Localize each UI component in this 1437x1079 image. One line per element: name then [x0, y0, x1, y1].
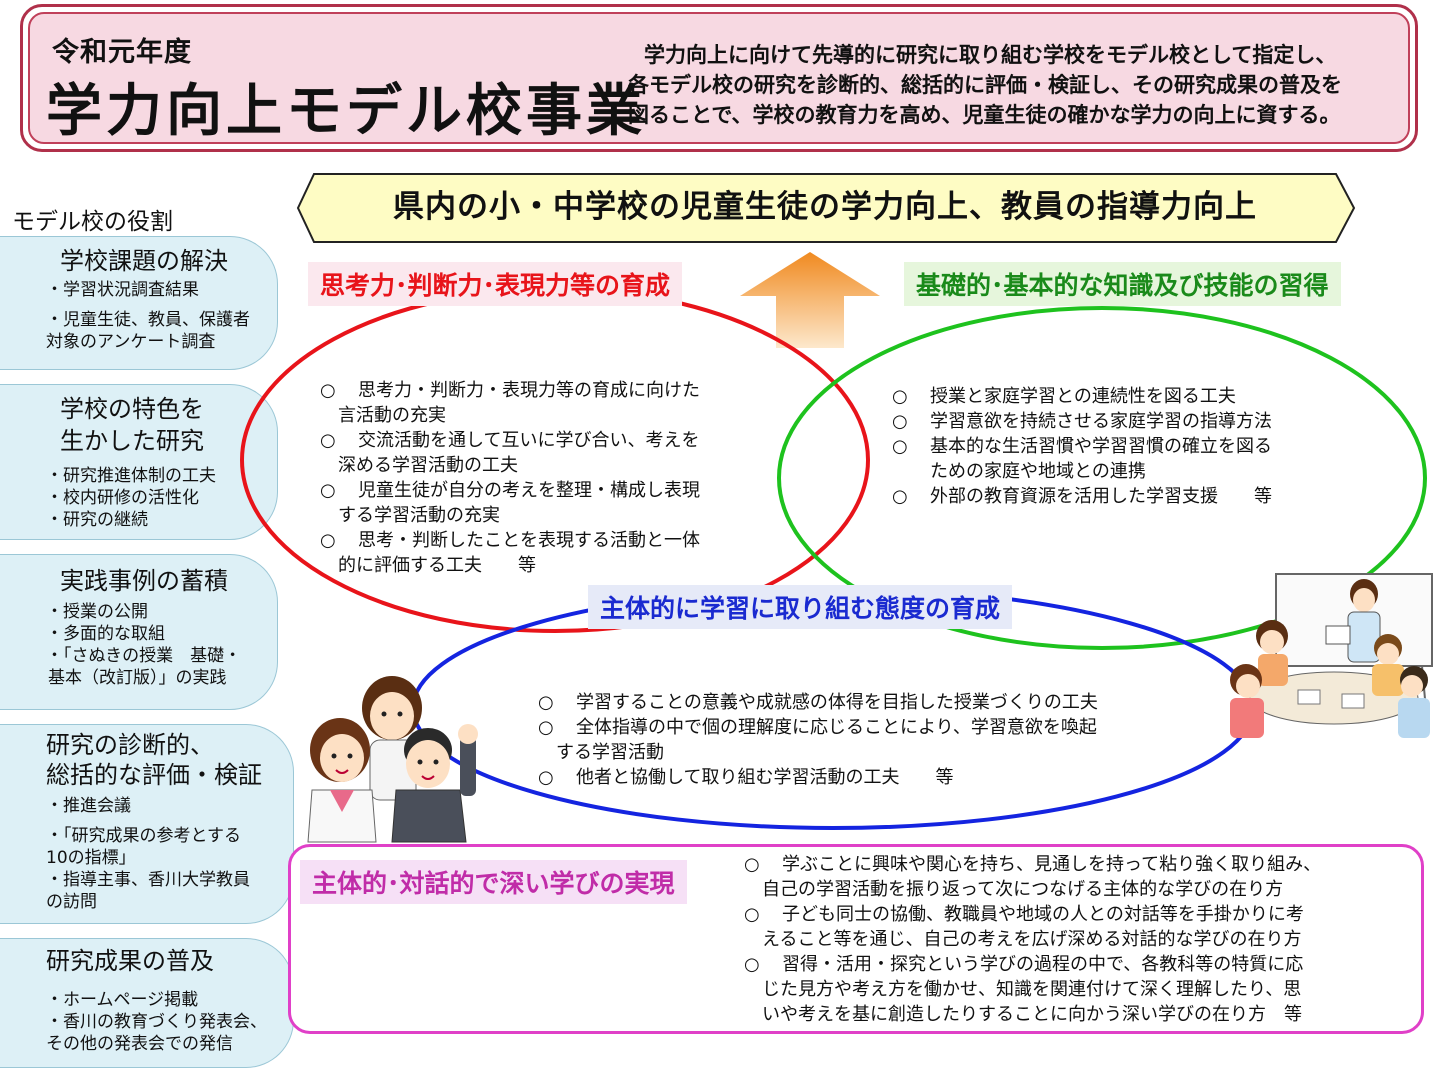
role-title: 実践事例の蓄積 [60, 567, 228, 595]
role-item: その他の発表会での発信 [46, 1034, 233, 1054]
list-item: ○基本的な生活習慣や学習習慣の確立を図る [892, 436, 1272, 457]
role-item: ・研究の継続 [46, 510, 148, 530]
role-item: ・多面的な取組 [46, 624, 165, 644]
teachers-meeting-illustration [1230, 573, 1433, 738]
role-item: ・「さぬきの授業 基礎・ [46, 646, 242, 666]
role-card-practice: 実践事例の蓄積 ・授業の公開 ・多面的な取組 ・「さぬきの授業 基礎・ 基本（改… [0, 554, 278, 710]
label-deep-learning: 主体的･対話的で深い学びの実現 [300, 860, 687, 904]
role-item: ・「研究成果の参考とする [46, 826, 241, 846]
role-card-evaluation: 研究の診断的、 総括的な評価・検証 ・推進会議 ・「研究成果の参考とする 10の… [0, 724, 294, 924]
list-item-cont: 言活動の充実 [338, 405, 446, 426]
role-item: 対象のアンケート調査 [46, 332, 216, 352]
list-deep-learning: ○学ぶことに興味や関心を持ち、見通しを持って粘り強く取り組み、 自己の学習活動を… [744, 852, 1414, 1027]
list-item: ○授業と家庭学習との連続性を図る工夫 [892, 386, 1236, 407]
role-title: 学校課題の解決 [60, 247, 228, 275]
label-thinking: 思考力･判断力･表現力等の育成 [308, 262, 683, 306]
role-item: 基本（改訂版）」の実践 [48, 668, 227, 688]
role-item: ・推進会議 [46, 796, 131, 816]
label-attitude: 主体的に学習に取り組む態度の育成 [588, 585, 1013, 629]
role-item: ・研究推進体制の工夫 [46, 466, 216, 486]
label-knowledge: 基礎的･基本的な知識及び技能の習得 [904, 262, 1341, 306]
list-item-cont: 的に評価する工夫 等 [338, 555, 536, 576]
purpose-line: 学力向上に向けて先導的に研究に取り組む学校をモデル校として指定し、 [644, 43, 1337, 67]
role-item: ・授業の公開 [46, 602, 148, 622]
list-item-cont: 自己の学習活動を振り返って次につなげる主体的な学びの在り方 [762, 879, 1284, 900]
roles-heading: モデル校の役割 [12, 209, 173, 235]
list-item: ○子ども同士の協働、教職員や地域の人との対話等を手掛かりに考 [744, 904, 1304, 925]
list-item-cont: する学習活動 [556, 742, 664, 763]
list-item: ○全体指導の中で個の理解度に応じることにより、学習意欲を喚起 [538, 717, 1097, 738]
header-banner [20, 4, 1418, 152]
header-inner [28, 12, 1410, 144]
role-items: ・推進会議 ・「研究成果の参考とする 10の指標」 ・指導主事、香川大学教員 の… [46, 795, 250, 913]
list-item: ○外部の教育資源を活用した学習支援 等 [892, 486, 1272, 507]
list-item-cont: いや考えを基に創造したりすることに向かう深い学びの在り方 等 [762, 1004, 1302, 1025]
list-item: ○思考力・判断力・表現力等の育成に向けた [320, 380, 700, 401]
purpose-line: 各モデル校の研究を診断的、総括的に評価・検証し、その研究成果の普及を [628, 73, 1342, 97]
up-arrow-icon [740, 252, 880, 348]
students-illustration [307, 676, 478, 843]
role-title: 学校の特色を [60, 395, 204, 423]
list-thinking: ○思考力・判断力・表現力等の育成に向けた 言活動の充実 ○交流活動を通して互いに… [320, 378, 780, 578]
fiscal-year: 令和元年度 [52, 37, 192, 68]
list-item-cont: する学習活動の充実 [338, 505, 500, 526]
role-item: ・ホームページ掲載 [46, 990, 199, 1010]
list-item: ○児童生徒が自分の考えを整理・構成し表現 [320, 480, 700, 501]
role-title: 生かした研究 [60, 427, 204, 455]
role-title: 総括的な評価・検証 [46, 761, 262, 789]
goal-text: 県内の小・中学校の児童生徒の学力向上、教員の指導力向上 [393, 189, 1257, 225]
role-item: ・学習状況調査結果 [46, 280, 199, 300]
list-item-cont: ための家庭や地域との連携 [930, 461, 1146, 482]
role-item: ・香川の教育づくり発表会、 [46, 1012, 267, 1032]
role-item: ・児童生徒、教員、保護者 [46, 310, 250, 330]
list-item-cont: じた見方や考え方を働かせ、知識を関連付けて深く理解したり、思 [762, 979, 1302, 1000]
role-title: 研究成果の普及 [46, 947, 214, 975]
list-knowledge: ○授業と家庭学習との連続性を図る工夫 ○学習意欲を持続させる家庭学習の指導方法 … [892, 384, 1352, 509]
role-card-research: 学校の特色を 生かした研究 ・研究推進体制の工夫 ・校内研修の活性化 ・研究の継… [0, 384, 278, 540]
page-title: 学力向上モデル校事業 [46, 79, 646, 144]
list-item-cont: 深める学習活動の工夫 [338, 455, 518, 476]
role-items: ・学習状況調査結果 ・児童生徒、教員、保護者 対象のアンケート調査 [46, 279, 250, 353]
role-item: ・指導主事、香川大学教員 [46, 870, 250, 890]
role-items: ・ホームページ掲載 ・香川の教育づくり発表会、 その他の発表会での発信 [46, 989, 267, 1055]
role-items: ・研究推進体制の工夫 ・校内研修の活性化 ・研究の継続 [46, 465, 216, 531]
purpose-line: 図ることで、学校の教育力を高め、児童生徒の確かな学力の向上に資する。 [628, 103, 1341, 127]
list-item: ○思考・判断したことを表現する活動と一体 [320, 530, 700, 551]
list-item-cont: えること等を通じ、自己の考えを広げ深める対話的な学びの在り方 [762, 929, 1302, 950]
role-item: 10の指標」 [46, 848, 136, 868]
role-card-issues: 学校課題の解決 ・学習状況調査結果 ・児童生徒、教員、保護者 対象のアンケート調… [0, 236, 278, 370]
list-attitude: ○学習することの意義や成就感の体得を目指した授業づくりの工夫 ○全体指導の中で個… [538, 690, 1208, 790]
list-item: ○交流活動を通して互いに学び合い、考えを [320, 430, 700, 451]
list-item: ○学習意欲を持続させる家庭学習の指導方法 [892, 411, 1272, 432]
goal-banner [296, 173, 1356, 243]
list-item: ○習得・活用・探究という学びの過程の中で、各教科等の特質に応 [744, 954, 1304, 975]
role-item: の訪問 [46, 892, 97, 912]
role-items: ・授業の公開 ・多面的な取組 ・「さぬきの授業 基礎・ 基本（改訂版）」の実践 [46, 601, 241, 689]
role-item: ・校内研修の活性化 [46, 488, 199, 508]
role-card-dissemination: 研究成果の普及 ・ホームページ掲載 ・香川の教育づくり発表会、 その他の発表会で… [0, 938, 294, 1068]
list-item: ○学習することの意義や成就感の体得を目指した授業づくりの工夫 [538, 692, 1098, 713]
role-title: 研究の診断的、 [46, 731, 214, 759]
program-purpose: 学力向上に向けて先導的に研究に取り組む学校をモデル校として指定し、 各モデル校の… [628, 40, 1408, 130]
list-item: ○学ぶことに興味や関心を持ち、見通しを持って粘り強く取り組み、 [744, 854, 1322, 875]
list-item: ○他者と協働して取り組む学習活動の工夫 等 [538, 767, 954, 788]
